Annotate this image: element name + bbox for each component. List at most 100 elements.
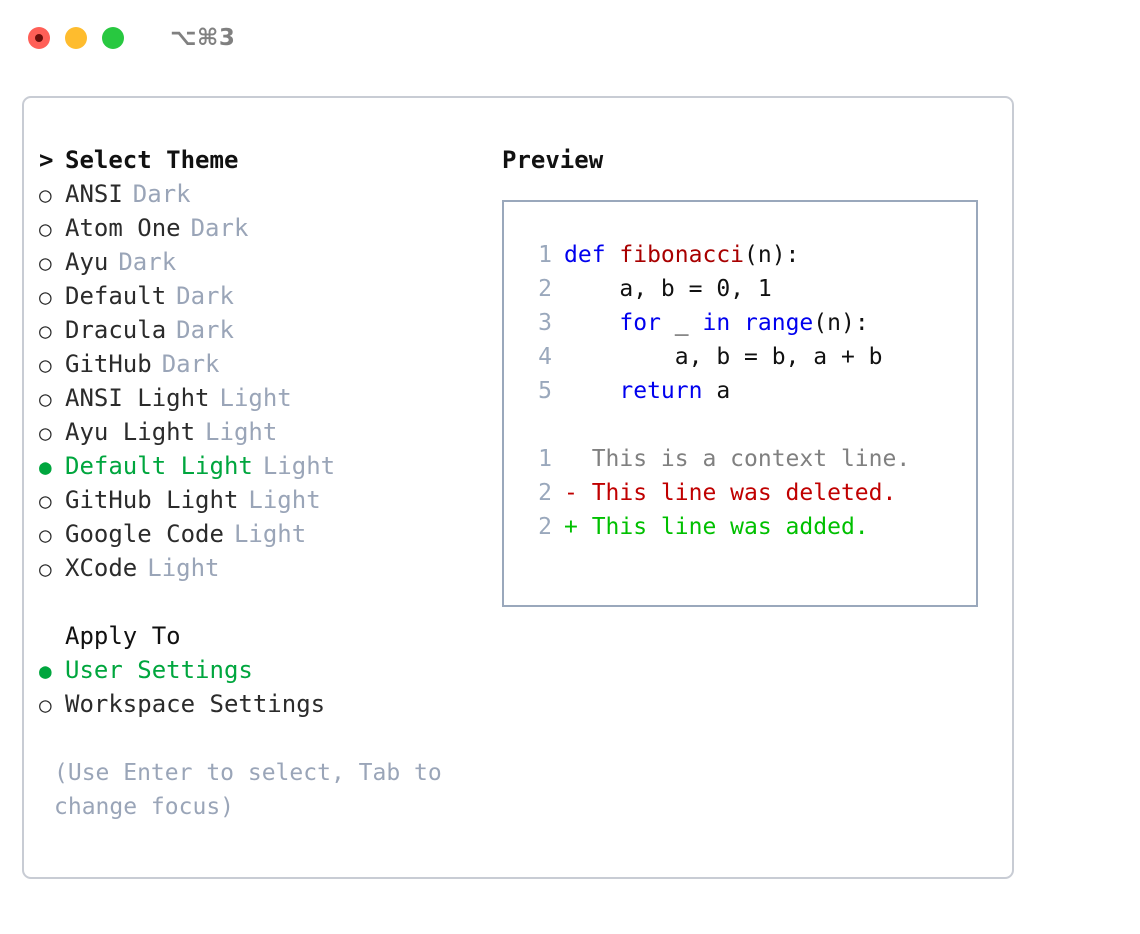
theme-mode-badge: Dark	[176, 316, 234, 344]
theme-list-header: > Select Theme	[39, 146, 479, 180]
code-token-kw: for	[619, 310, 661, 336]
radio-selected-icon: ●	[39, 455, 52, 479]
radio-unselected-icon: ○	[39, 523, 52, 547]
code-token-plain: _	[660, 310, 703, 336]
code-token-kw: def	[564, 242, 620, 268]
prompt-icon: >	[39, 146, 54, 174]
code-token-plain: a, b = 0, 1	[564, 276, 772, 302]
radio-unselected-icon: ○	[39, 285, 52, 309]
title-bar: ⌥⌘3	[0, 0, 1140, 76]
radio-unselected-icon: ○	[39, 251, 52, 275]
theme-name: ANSI Light	[65, 384, 210, 412]
apply-to-item[interactable]: ○Workspace Settings	[39, 690, 479, 724]
code-line: 4 a, b = b, a + b	[518, 344, 976, 378]
line-number: 4	[538, 344, 552, 370]
apply-to-item-label: User Settings	[65, 656, 253, 684]
theme-mode-badge: Light	[205, 418, 278, 446]
code-token-kw: return	[619, 378, 703, 404]
apply-to-item[interactable]: ● User Settings	[39, 656, 479, 690]
theme-name: XCode	[65, 554, 138, 582]
code-token-plain: (n):	[744, 242, 800, 268]
apply-to-header: Apply To	[39, 622, 479, 656]
diff-sample: 1 This is a context line.2- This line wa…	[518, 446, 976, 548]
theme-name: Google Code	[65, 520, 224, 548]
theme-mode-badge: Light	[219, 384, 292, 412]
radio-unselected-icon: ○	[39, 353, 52, 377]
radio-unselected-icon: ○	[39, 217, 52, 241]
code-line: 2 a, b = 0, 1	[518, 276, 976, 310]
theme-name: ANSI	[65, 180, 123, 208]
code-token-plain	[564, 310, 619, 336]
code-token-plain	[730, 310, 744, 336]
code-token-kw: in	[702, 310, 731, 336]
apply-to-section: Apply To ● User Settings ○Workspace Settin…	[39, 622, 479, 724]
traffic-lights	[28, 27, 124, 49]
theme-name: GitHub	[65, 350, 152, 378]
minimize-button[interactable]	[65, 27, 87, 49]
apply-to-list: ● User Settings ○Workspace Settings	[39, 656, 479, 724]
code-token-ctx: This is a context line.	[564, 446, 911, 472]
theme-list-item[interactable]: ○ Atom One Dark	[39, 214, 479, 248]
code-gap	[518, 412, 976, 446]
line-number: 1	[538, 242, 552, 268]
theme-mode-badge: Light	[248, 486, 321, 514]
theme-list-item[interactable]: ● Default Light Light	[39, 452, 479, 486]
theme-list-item[interactable]: ○ ANSI Dark	[39, 180, 479, 214]
theme-name: Atom One	[65, 214, 181, 242]
line-number: 2	[538, 276, 552, 302]
theme-mode-badge: Light	[262, 452, 336, 480]
code-token-del: - This line was deleted.	[564, 480, 897, 506]
theme-name: Ayu	[65, 248, 109, 276]
code-token-plain	[564, 378, 619, 404]
theme-list-item[interactable]: ○ Default Dark	[39, 282, 479, 316]
close-button[interactable]	[28, 27, 50, 49]
radio-unselected-icon: ○	[39, 421, 52, 445]
theme-list-item[interactable]: ○ Dracula Dark	[39, 316, 479, 350]
radio-unselected-icon: ○	[39, 557, 52, 581]
theme-list-item[interactable]: ○ Google Code Light	[39, 520, 479, 554]
code-token-plain: (n):	[813, 310, 869, 336]
line-number: 1	[538, 446, 552, 472]
theme-list-item[interactable]: ○ Ayu Dark	[39, 248, 479, 282]
theme-name: Default	[65, 282, 167, 310]
keyboard-shortcut-label: ⌥⌘3	[170, 25, 236, 51]
theme-mode-badge: Dark	[118, 248, 177, 276]
code-token-plain: a	[702, 378, 731, 404]
diff-line: 1 This is a context line.	[518, 446, 976, 480]
theme-mode-badge: Dark	[176, 282, 234, 310]
theme-mode-badge: Dark	[190, 214, 249, 242]
radio-selected-icon: ●	[39, 659, 52, 683]
theme-name: Ayu Light	[65, 418, 196, 446]
line-number: 2	[538, 514, 552, 540]
radio-unselected-icon: ○	[39, 183, 52, 207]
maximize-button[interactable]	[102, 27, 124, 49]
line-number: 3	[538, 310, 552, 336]
theme-mode-badge: Dark	[132, 180, 191, 208]
theme-mode-badge: Light	[233, 520, 307, 548]
theme-name: Default Light	[65, 452, 253, 480]
radio-unselected-icon: ○	[39, 319, 52, 343]
theme-list-item[interactable]: ○ XCode Light	[39, 554, 479, 588]
code-token-plain: a, b = b, a + b	[564, 344, 883, 370]
diff-line: 2 + This line was added.	[518, 514, 976, 548]
theme-name: Dracula	[65, 316, 167, 344]
line-number: 2	[538, 480, 552, 506]
theme-list-item[interactable]: ○ Ayu Light Light	[39, 418, 479, 452]
theme-mode-badge: Light	[147, 554, 220, 582]
keyboard-hint-text: (Use Enter to select, Tab to change focu…	[54, 760, 442, 820]
code-token-add: + This line was added.	[564, 514, 869, 540]
diff-line: 2 - This line was deleted.	[518, 480, 976, 514]
theme-list-header-label: Select Theme	[65, 146, 239, 174]
apply-to-label: Apply To	[65, 622, 181, 650]
radio-unselected-icon: ○	[39, 693, 52, 717]
